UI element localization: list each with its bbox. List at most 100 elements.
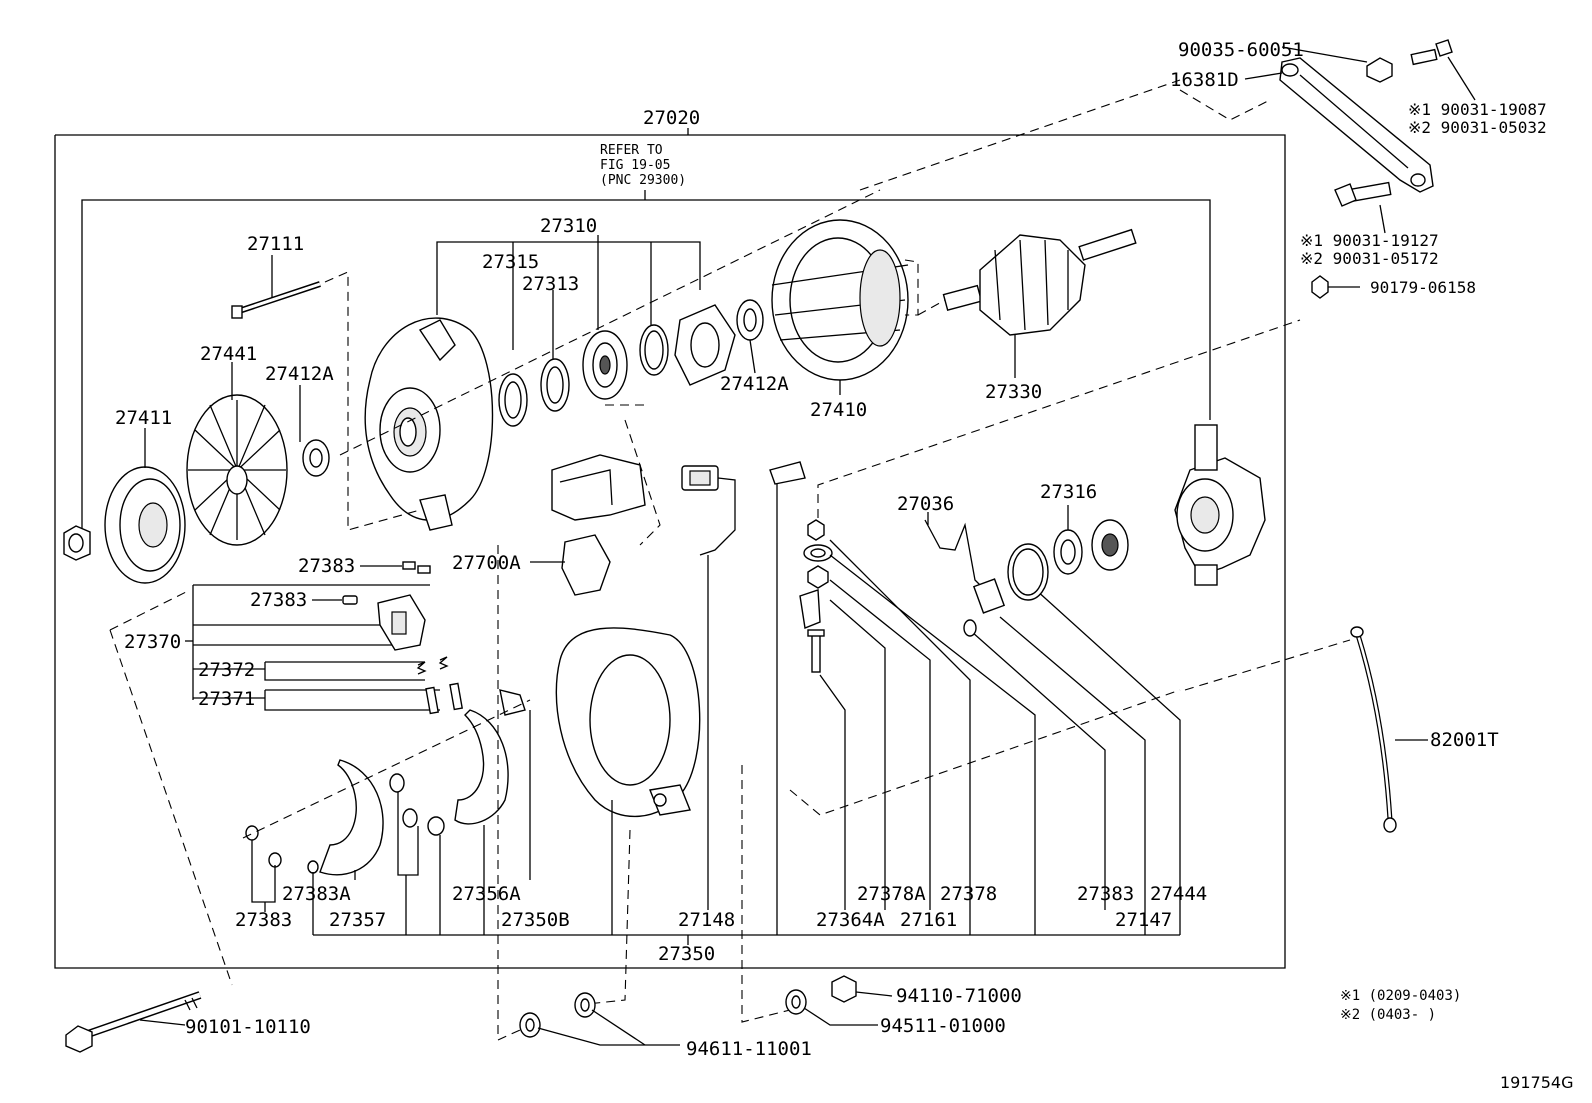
label-27330: 27330 xyxy=(985,381,1042,403)
label-27372: 27372 xyxy=(198,659,255,681)
bracket-16381D[interactable] xyxy=(1279,57,1434,193)
assembly-label: 27020 xyxy=(643,107,700,129)
label-94611-11001: 94611-11001 xyxy=(686,1038,812,1060)
washer-27383-d[interactable] xyxy=(963,619,977,637)
nut-90035-60051[interactable] xyxy=(1366,57,1393,83)
terminal-insulators[interactable] xyxy=(799,519,833,629)
label-27378A: 27378A xyxy=(857,883,926,905)
screw-27383-b[interactable] xyxy=(342,595,358,605)
legend-note-1: ※1 (0209-0403) xyxy=(1340,988,1461,1004)
legend-note-2: ※2 (0403- ) xyxy=(1340,1007,1436,1023)
ref-note-line2: FIG 19-05 xyxy=(600,158,670,173)
nut-90179-06158[interactable] xyxy=(1311,275,1329,299)
plate-27357[interactable] xyxy=(319,759,384,876)
bushings[interactable] xyxy=(245,773,445,874)
bearing-rear[interactable] xyxy=(1091,519,1129,571)
oring-27444[interactable] xyxy=(1007,543,1049,601)
label-27313: 27313 xyxy=(522,273,579,295)
cable-82001T[interactable] xyxy=(1350,626,1397,833)
spacer-27412A[interactable] xyxy=(736,299,764,341)
pulley-27411[interactable] xyxy=(104,466,186,584)
bolt-90031-19127[interactable] xyxy=(1334,181,1392,207)
wire-27036[interactable] xyxy=(924,519,1006,614)
label-27444: 27444 xyxy=(1150,883,1207,905)
label-90035-60051: 90035-60051 xyxy=(1178,39,1304,61)
terminal-bolt[interactable] xyxy=(807,629,825,673)
label-16381D: 16381D xyxy=(1170,69,1239,91)
label-27036: 27036 xyxy=(897,493,954,515)
label-94110-71000: 94110-71000 xyxy=(896,985,1022,1007)
pulley-nut[interactable] xyxy=(63,525,91,561)
label-27161: 27161 xyxy=(900,909,957,931)
label-27383-d: 27383 xyxy=(1077,883,1134,905)
label-27371: 27371 xyxy=(198,688,255,710)
ref-note-line3: (PNC 29300) xyxy=(600,173,686,188)
label-94511-01000: 94511-01000 xyxy=(880,1015,1006,1037)
assembly-frame xyxy=(54,128,1286,969)
label-90031-19127: ※1 90031-19127 xyxy=(1300,231,1439,250)
bearing-front[interactable] xyxy=(582,330,628,400)
label-90031-19087: ※1 90031-19087 xyxy=(1408,100,1547,119)
label-27350: 27350 xyxy=(658,943,715,965)
brush-holder-27700A[interactable] xyxy=(561,534,611,596)
brush-holder-assy-27370[interactable] xyxy=(377,594,426,651)
rotor-27330[interactable] xyxy=(942,228,1137,336)
rear-frame-27350[interactable] xyxy=(555,627,701,818)
label-27383-c: 27383 xyxy=(235,909,292,931)
bearing-retainer[interactable] xyxy=(674,304,736,386)
washer-27316[interactable] xyxy=(1053,529,1083,575)
label-90101-10110: 90101-10110 xyxy=(185,1016,311,1038)
label-27315: 27315 xyxy=(482,251,539,273)
label-27357: 27357 xyxy=(329,909,386,931)
seal-27315[interactable] xyxy=(498,373,528,427)
label-27441: 27441 xyxy=(200,343,257,365)
spring-27372[interactable] xyxy=(416,656,449,675)
label-27383A: 27383A xyxy=(282,883,351,905)
label-82001T: 82001T xyxy=(1430,729,1499,751)
label-27410: 27410 xyxy=(810,399,867,421)
spacer-27412A-left[interactable] xyxy=(302,439,330,477)
label-27383-a: 27383 xyxy=(298,555,355,577)
figure-id: 191754G xyxy=(1500,1073,1573,1092)
label-90031-05032: ※2 90031-05032 xyxy=(1408,118,1547,137)
vacuum-pump-housing[interactable] xyxy=(1174,424,1266,586)
label-27316: 27316 xyxy=(1040,481,1097,503)
terminal-clip[interactable] xyxy=(769,461,806,485)
ref-note-line1: REFER TO xyxy=(600,143,663,158)
label-27148: 27148 xyxy=(678,909,735,931)
washer-ring[interactable] xyxy=(639,324,669,376)
through-bolt-27111[interactable] xyxy=(231,281,321,319)
label-27364A: 27364A xyxy=(816,909,885,931)
label-27411: 27411 xyxy=(115,407,172,429)
label-27356A: 27356A xyxy=(452,883,521,905)
long-bolt-90101-10110[interactable] xyxy=(65,991,202,1053)
brush-spring-plate[interactable] xyxy=(499,689,526,716)
label-27412A-right: 27412A xyxy=(720,373,789,395)
label-90179-06158: 90179-06158 xyxy=(1370,278,1476,297)
label-27350B: 27350B xyxy=(501,909,570,931)
label-27310: 27310 xyxy=(540,215,597,237)
label-27111: 27111 xyxy=(247,233,304,255)
label-27378: 27378 xyxy=(940,883,997,905)
nut-94110-71000[interactable] xyxy=(831,975,857,1003)
insulator-27356A[interactable] xyxy=(454,709,509,825)
washer-94511-01000[interactable] xyxy=(785,989,807,1015)
washers-94611-11001[interactable] xyxy=(519,992,596,1038)
screw-27383-a[interactable] xyxy=(402,561,431,574)
regulator-cover[interactable] xyxy=(551,454,646,521)
seal-27313[interactable] xyxy=(540,358,570,412)
brush-27371[interactable] xyxy=(425,682,464,715)
label-27383-b: 27383 xyxy=(250,589,307,611)
label-27412A-left: 27412A xyxy=(265,363,334,385)
stator-27410[interactable] xyxy=(771,219,909,381)
label-27700A: 27700A xyxy=(452,552,521,574)
bolt-90031-19087[interactable] xyxy=(1410,39,1453,66)
terminal-plug[interactable] xyxy=(681,465,736,556)
label-27147: 27147 xyxy=(1115,909,1172,931)
label-90031-05172: ※2 90031-05172 xyxy=(1300,249,1439,268)
fan-27441[interactable] xyxy=(186,394,288,546)
label-27370: 27370 xyxy=(124,631,181,653)
front-housing[interactable] xyxy=(364,317,494,531)
